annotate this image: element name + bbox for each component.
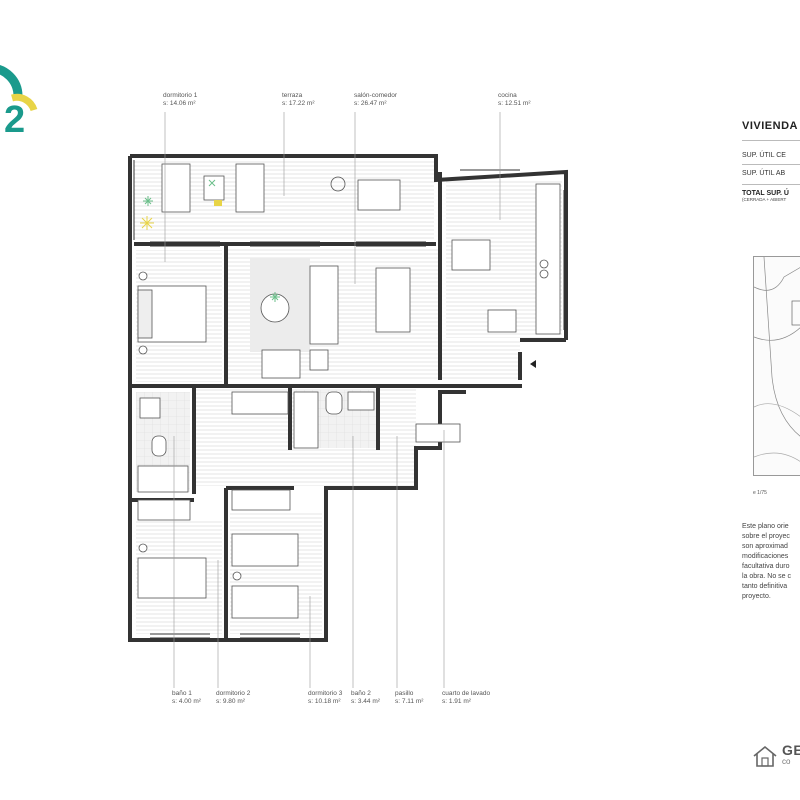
brand-sub: co — [782, 757, 791, 766]
divider — [742, 184, 800, 185]
floor-plan — [128, 112, 568, 688]
disclaimer-note: Este plano orie sobre el proyec son apro… — [742, 523, 792, 600]
entrance-arrow — [530, 360, 536, 368]
yellow-plant — [140, 216, 154, 230]
divider — [742, 164, 800, 165]
scale-label: e 1/75 — [753, 490, 767, 496]
brand-footer: GE co — [752, 742, 800, 772]
house-icon — [753, 745, 777, 767]
divider — [742, 140, 800, 141]
sup-util-abierta: SUP. ÚTIL AB — [742, 170, 786, 177]
furniture — [137, 163, 561, 619]
sup-util-cerrada: SUP. ÚTIL CE — [742, 152, 786, 159]
brand-logo-number: 2 — [0, 65, 38, 140]
windows — [133, 160, 565, 639]
site-key-map — [753, 256, 800, 476]
plants — [143, 179, 280, 302]
total-sup-sub: (CERRADA + ABIERT — [742, 197, 787, 202]
panel-title: VIVIENDA — [742, 120, 798, 132]
logo-digit: 2 — [4, 99, 25, 140]
total-sup: TOTAL SUP. Ú (CERRADA + ABIERT — [742, 190, 789, 202]
yellow-cushion — [214, 200, 222, 206]
brand-name: GE — [782, 742, 800, 758]
walls — [128, 154, 568, 642]
leader-lines — [164, 112, 501, 688]
